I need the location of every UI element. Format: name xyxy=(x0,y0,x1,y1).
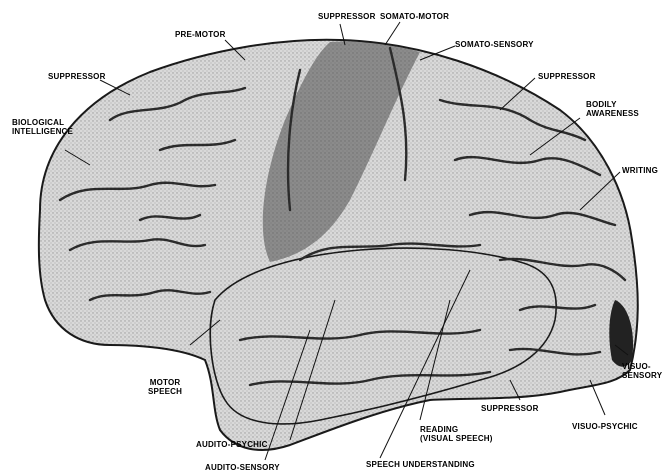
label-biological: BIOLOGICAL xyxy=(12,118,73,127)
label-audito-sensory: AUDITO-SENSORY xyxy=(205,463,280,472)
label-visuo: VISUO- xyxy=(622,362,662,371)
label-motor-speech: MOTOR SPEECH xyxy=(148,378,182,396)
label-speech-understanding: SPEECH UNDERSTANDING xyxy=(366,460,475,469)
label-reading-main: READING xyxy=(420,425,493,434)
label-visuo-psychic: VISUO-PSYCHIC xyxy=(572,422,638,431)
label-visuo-sensory: VISUO- SENSORY xyxy=(622,362,662,380)
label-suppressor-left: SUPPRESSOR xyxy=(48,72,106,81)
label-awareness: AWARENESS xyxy=(586,109,639,118)
label-suppressor-bottom: SUPPRESSOR xyxy=(481,404,539,413)
label-visual-speech: (VISUAL SPEECH) xyxy=(420,434,493,443)
label-bodily-awareness: BODILY AWARENESS xyxy=(586,100,639,118)
label-motor: MOTOR xyxy=(148,378,182,387)
label-somato-motor: SOMATO-MOTOR xyxy=(380,12,449,21)
label-suppressor-top: SUPPRESSOR xyxy=(318,12,376,21)
label-suppressor-right: SUPPRESSOR xyxy=(538,72,596,81)
label-bodily: BODILY xyxy=(586,100,639,109)
label-audito-psychic: AUDITO-PSYCHIC xyxy=(196,440,268,449)
label-speech: SPEECH xyxy=(148,387,182,396)
label-biological-intelligence: BIOLOGICAL INTELLIGENCE xyxy=(12,118,73,136)
label-reading: READING (VISUAL SPEECH) xyxy=(420,425,493,443)
label-somato-sensory: SOMATO-SENSORY xyxy=(455,40,534,49)
label-sensory: SENSORY xyxy=(622,371,662,380)
label-pre-motor: PRE-MOTOR xyxy=(175,30,226,39)
label-writing: WRITING xyxy=(622,166,658,175)
label-intelligence: INTELLIGENCE xyxy=(12,127,73,136)
